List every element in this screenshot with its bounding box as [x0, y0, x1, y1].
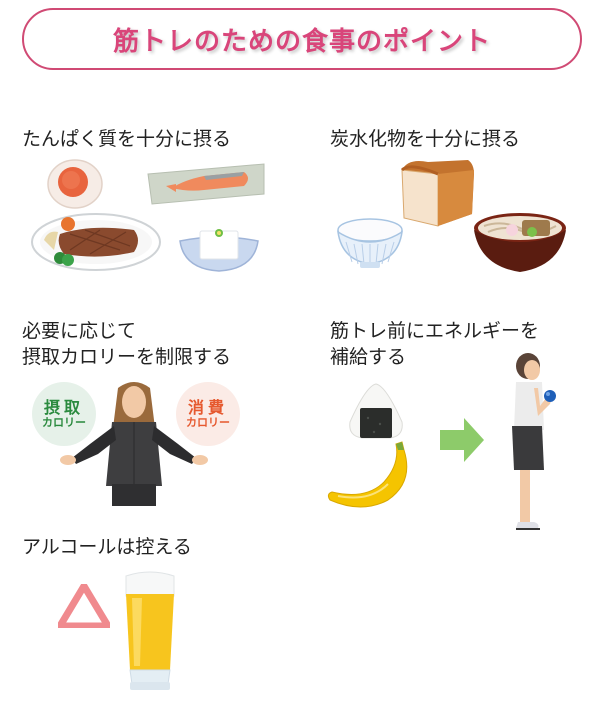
heading-preworkout-line2: 補給する — [330, 346, 407, 368]
page-title: 筋トレのための食事のポイント — [112, 26, 491, 57]
rice-bowl-icon — [336, 216, 404, 272]
steak-icon — [30, 210, 162, 272]
title-banner: 筋トレのための食事のポイント — [22, 8, 582, 70]
beer-icon — [122, 570, 178, 698]
heading-calories-line1: 必要に応じて — [22, 320, 137, 342]
bread-icon — [398, 156, 476, 228]
salmon-icon — [144, 160, 268, 206]
burn-calorie-label: カロリー — [186, 415, 230, 429]
egg-icon — [46, 158, 104, 210]
heading-protein: たんぱく質を十分に摂る — [22, 128, 232, 150]
intake-calorie-bubble: 摂取 カロリー — [32, 382, 96, 446]
intake-label: 摂取 — [43, 398, 84, 418]
heading-calories-line2: 摂取カロリーを制限する — [22, 346, 232, 368]
banana-icon — [326, 438, 416, 512]
tofu-icon — [178, 225, 260, 275]
burn-label: 消費 — [187, 398, 228, 418]
arrow-right-icon — [440, 418, 484, 462]
heading-preworkout-line1: 筋トレ前にエネルギーを — [330, 320, 540, 342]
onigiri-icon — [346, 382, 406, 442]
burn-calorie-bubble: 消費 カロリー — [176, 382, 240, 446]
person-dumbbell-icon — [506, 352, 566, 534]
triangle-icon — [58, 584, 110, 628]
heading-alcohol: アルコールは控える — [22, 536, 192, 558]
intake-calorie-label: カロリー — [42, 415, 86, 429]
heading-carbs: 炭水化物を十分に摂る — [330, 128, 521, 150]
udon-icon — [472, 210, 568, 276]
person-shrug-icon — [54, 378, 214, 506]
